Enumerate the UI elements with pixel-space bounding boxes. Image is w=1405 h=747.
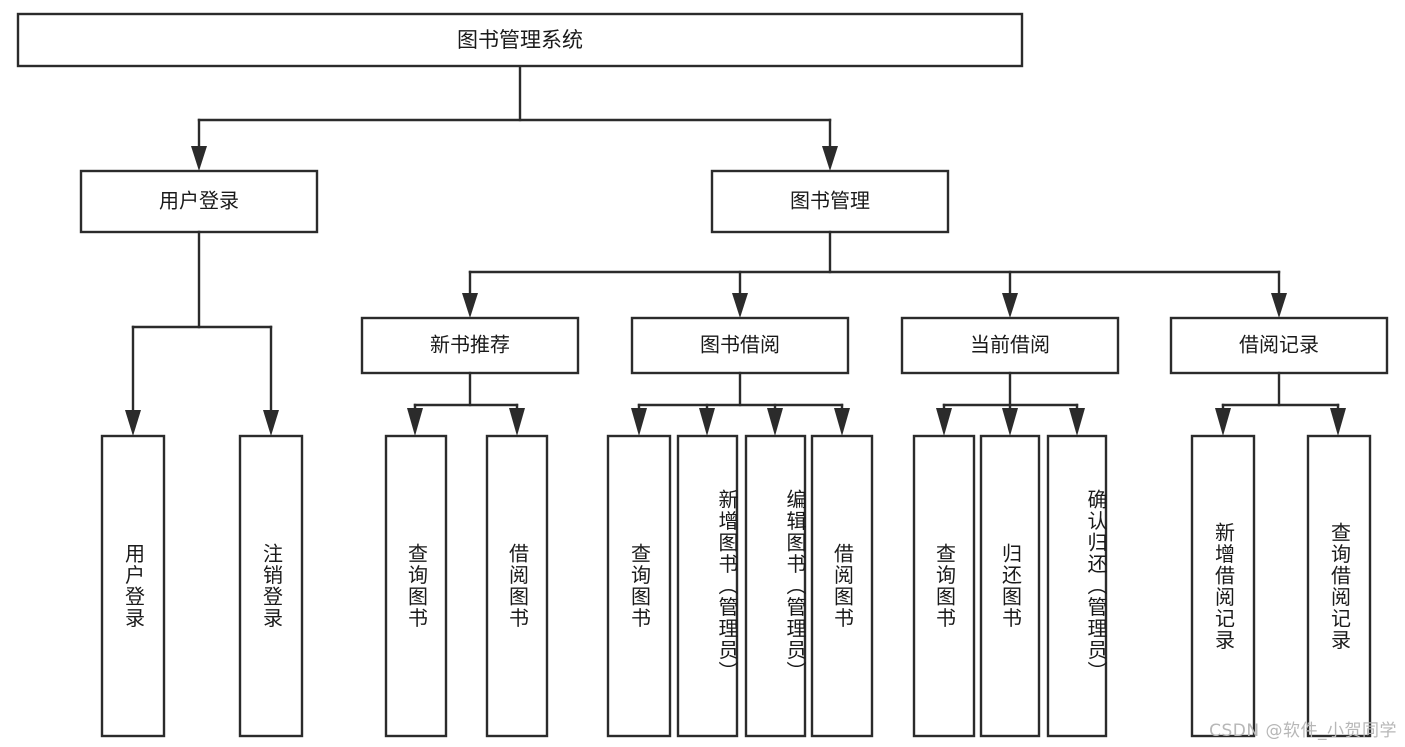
arrow-head-leaf-query-book-3 (936, 408, 952, 436)
node-user-login-label: 用户登录 (159, 189, 239, 213)
connector-book-management-to-level3 (462, 230, 1287, 318)
leaf-box-add-book[interactable] (676, 434, 739, 738)
node-borrow-record[interactable]: 借阅记录 (1169, 316, 1389, 375)
arrow-head-borrow-record (1271, 293, 1287, 318)
node-book-management[interactable]: 图书管理 (710, 169, 950, 234)
node-book-management-label: 图书管理 (790, 189, 870, 213)
connector-root-to-level2 (191, 64, 838, 171)
arrow-head-leaf-add-book (699, 408, 715, 436)
node-user-login[interactable]: 用户登录 (79, 169, 319, 234)
leaf-box-user-login[interactable] (100, 434, 166, 738)
node-new-book-recommend[interactable]: 新书推荐 (360, 316, 580, 375)
arrow-head-leaf-query-book-1 (407, 408, 423, 436)
arrow-head-leaf-borrow-book-1 (509, 408, 525, 436)
leaf-box-query-book-1[interactable] (384, 434, 448, 738)
leaf-box-borrow-book-2[interactable] (810, 434, 874, 738)
leaf-box-logout-login[interactable] (238, 434, 304, 738)
connector-book-borrow-to-leaves (631, 371, 850, 436)
leaf-box-return-book[interactable] (979, 434, 1041, 738)
arrow-head-user-login (191, 146, 207, 171)
node-current-borrow-label: 当前借阅 (970, 333, 1050, 357)
arrow-head-leaf-user-login (125, 410, 141, 436)
csdn-watermark: CSDN @软件_小贺同学 (1209, 721, 1397, 741)
node-current-borrow[interactable]: 当前借阅 (900, 316, 1120, 375)
connector-new-book-recommend-to-leaves (407, 371, 525, 436)
connector-borrow-record-to-leaves (1215, 371, 1346, 436)
arrow-head-book-borrow (732, 293, 748, 318)
arrow-head-leaf-confirm-return (1069, 408, 1085, 436)
leaf-box-query-book-3[interactable] (912, 434, 976, 738)
node-book-borrow-label: 图书借阅 (700, 333, 780, 357)
node-borrow-record-box[interactable] (1169, 316, 1389, 375)
node-book-borrow-box[interactable] (630, 316, 850, 375)
arrow-head-leaf-return-book (1002, 408, 1018, 436)
leaf-box-edit-book[interactable] (744, 434, 807, 738)
leaf-box-confirm-return[interactable] (1046, 434, 1108, 738)
arrow-head-book-management (822, 146, 838, 171)
node-current-borrow-box[interactable] (900, 316, 1120, 375)
connector-user-login-to-leaves (125, 230, 279, 436)
leaf-box-add-record[interactable] (1190, 434, 1256, 738)
leaf-box-query-record[interactable] (1306, 434, 1372, 738)
arrow-head-leaf-add-record (1215, 408, 1231, 436)
node-new-book-recommend-label: 新书推荐 (430, 333, 510, 357)
arrow-head-new-book-recommend (462, 293, 478, 318)
node-book-borrow[interactable]: 图书借阅 (630, 316, 850, 375)
arrow-head-leaf-query-book-2 (631, 408, 647, 436)
leaf-box-query-book-2[interactable] (606, 434, 672, 738)
arrow-head-leaf-edit-book (767, 408, 783, 436)
arrow-head-current-borrow (1002, 293, 1018, 318)
arrow-head-leaf-logout (263, 410, 279, 436)
leaf-node-boxes (100, 434, 1372, 738)
arrow-head-leaf-borrow-book-2 (834, 408, 850, 436)
node-root-box[interactable] (16, 12, 1024, 68)
leaf-box-borrow-book-1[interactable] (485, 434, 549, 738)
node-new-book-recommend-box[interactable] (360, 316, 580, 375)
node-root[interactable]: 图书管理系统 (16, 12, 1024, 68)
node-borrow-record-label: 借阅记录 (1239, 333, 1319, 357)
node-book-management-box[interactable] (710, 169, 950, 234)
node-root-label: 图书管理系统 (457, 28, 583, 52)
connector-current-borrow-to-leaves (936, 371, 1085, 436)
arrow-head-leaf-query-record (1330, 408, 1346, 436)
